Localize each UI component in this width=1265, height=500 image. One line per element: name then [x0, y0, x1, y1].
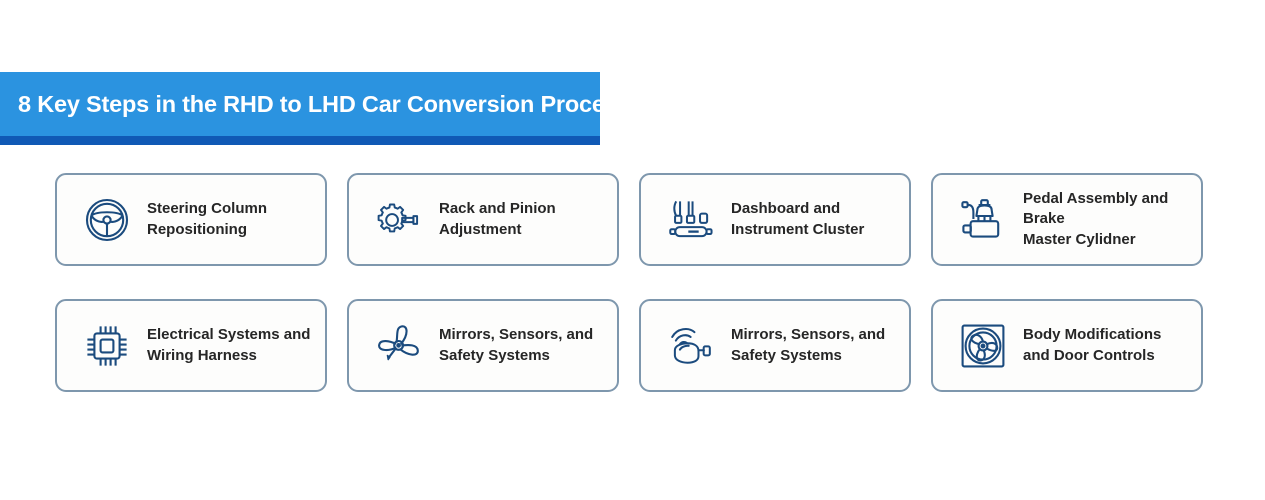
step-card-label: Dashboard and Instrument Cluster	[731, 200, 865, 238]
step-card-label: Pedal Assembly and Brake Master Cylidner	[1023, 190, 1169, 248]
step-card-pedal-brake-cylinder[interactable]: Pedal Assembly and Brake Master Cylidner	[931, 173, 1203, 266]
title-banner: 8 Key Steps in the RHD to LHD Car Conver…	[0, 72, 631, 136]
step-card-label: Mirrors, Sensors, and Safety Systems	[731, 326, 886, 364]
brake-master-cylinder-icon	[959, 196, 1007, 244]
fan-housing-icon	[959, 322, 1007, 370]
gear-pinion-icon	[375, 196, 423, 244]
step-card-mirrors-sensors-b[interactable]: Mirrors, Sensors, and Safety Systems	[639, 299, 911, 392]
step-card-label: Body Modifications and Door Controls	[1023, 326, 1162, 364]
steering-wheel-icon	[83, 196, 131, 244]
dashboard-gauges-icon	[667, 196, 715, 244]
propeller-icon	[375, 322, 423, 370]
step-card-electrical-wiring[interactable]: Electrical Systems and Wiring Harness	[55, 299, 327, 392]
step-card-rack-and-pinion[interactable]: Rack and Pinion Adjustment	[347, 173, 619, 266]
step-card-body-door-controls[interactable]: Body Modifications and Door Controls	[931, 299, 1203, 392]
step-card-label: Electrical Systems and Wiring Harness	[147, 326, 311, 364]
step-card-label: Steering Column Repositioning	[147, 200, 268, 238]
page-title: 8 Key Steps in the RHD to LHD Car Conver…	[18, 90, 631, 117]
step-card-label: Rack and Pinion Adjustment	[439, 200, 556, 238]
step-card-label: Mirrors, Sensors, and Safety Systems	[439, 326, 594, 364]
step-card-grid: Steering Column Repositioning Rack and P…	[55, 173, 1205, 392]
step-card-steering-column[interactable]: Steering Column Repositioning	[55, 173, 327, 266]
microchip-icon	[83, 322, 131, 370]
step-card-mirrors-sensors-a[interactable]: Mirrors, Sensors, and Safety Systems	[347, 299, 619, 392]
side-mirror-signal-icon	[667, 322, 715, 370]
title-banner-underline	[0, 136, 600, 145]
step-card-dashboard-cluster[interactable]: Dashboard and Instrument Cluster	[639, 173, 911, 266]
